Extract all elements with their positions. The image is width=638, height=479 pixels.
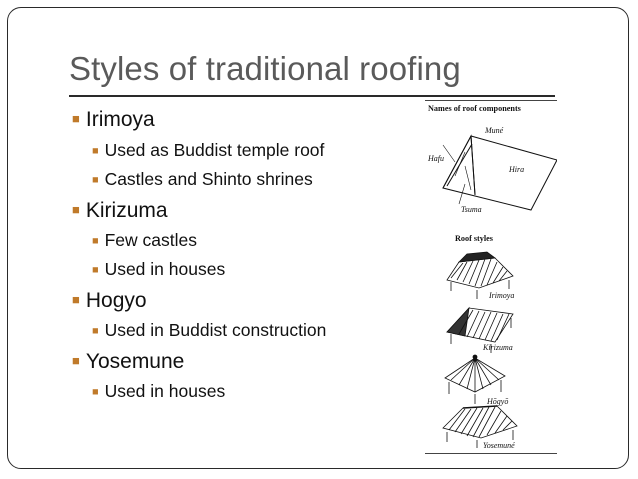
roof-styles-illustration: Names of roof components Muné Hafu Hira … xyxy=(425,100,557,454)
bullet-marker-icon: ■ xyxy=(92,324,99,337)
bullet-kirizuma: ■ Kirizuma xyxy=(72,199,168,223)
sub-bullet: ■ Castles and Shinto shrines xyxy=(92,169,313,190)
bullet-marker-icon: ■ xyxy=(92,144,99,157)
kirizuma-roof-icon xyxy=(446,306,514,353)
components-heading: Names of roof components xyxy=(428,104,521,113)
label-tsuma: Tsuma xyxy=(461,205,482,214)
sub-bullet: ■ Used in houses xyxy=(92,381,225,402)
bullet-marker-icon: ■ xyxy=(72,111,80,127)
bullet-marker-icon: ■ xyxy=(72,353,80,369)
irimoya-roof-icon xyxy=(446,251,514,299)
sub-bullet: ■ Few castles xyxy=(92,230,197,251)
label-mune: Muné xyxy=(484,126,504,135)
label-hogyo: Hōgyō xyxy=(486,397,508,406)
sub-bullet-text: Used in houses xyxy=(104,259,226,279)
label-hafu: Hafu xyxy=(427,154,444,163)
styles-heading: Roof styles xyxy=(455,234,493,243)
roof-components-diagram xyxy=(442,134,557,211)
sub-bullet: ■ Used in Buddist construction xyxy=(92,320,326,341)
bullet-hogyo: ■ Hogyo xyxy=(72,289,147,313)
bullet-marker-icon: ■ xyxy=(92,385,99,398)
bullet-marker-icon: ■ xyxy=(92,263,99,276)
sub-bullet-text: Used in houses xyxy=(104,381,226,401)
bullet-label: Kirizuma xyxy=(85,199,168,222)
bullet-label: Irimoya xyxy=(85,108,155,131)
sub-bullet: ■ Used as Buddist temple roof xyxy=(92,140,324,161)
sub-bullet-text: Used as Buddist temple roof xyxy=(104,140,325,160)
label-irimoya: Irimoya xyxy=(488,291,514,300)
bullet-label: Hogyo xyxy=(85,289,147,312)
title-underline xyxy=(69,95,555,97)
sub-bullet: ■ Used in houses xyxy=(92,259,225,280)
bullet-irimoya: ■ Irimoya xyxy=(72,108,155,132)
sub-bullet-text: Few castles xyxy=(104,230,197,250)
label-hira: Hira xyxy=(508,165,524,174)
bullet-marker-icon: ■ xyxy=(92,173,99,186)
bullet-marker-icon: ■ xyxy=(72,202,80,218)
sub-bullet-text: Used in Buddist construction xyxy=(104,320,327,340)
bullet-marker-icon: ■ xyxy=(72,292,80,308)
label-yosemune: Yosemuné xyxy=(483,441,515,450)
slide-title: Styles of traditional roofing xyxy=(69,50,461,87)
slide-frame xyxy=(7,7,629,469)
bullet-yosemune: ■ Yosemune xyxy=(72,350,184,374)
sub-bullet-text: Castles and Shinto shrines xyxy=(104,169,313,189)
label-kirizuma: Kirizuma xyxy=(482,343,513,352)
yosemune-roof-icon xyxy=(442,405,518,448)
hogyo-roof-icon xyxy=(444,354,506,404)
bullet-label: Yosemune xyxy=(85,350,185,373)
bullet-marker-icon: ■ xyxy=(92,234,99,247)
